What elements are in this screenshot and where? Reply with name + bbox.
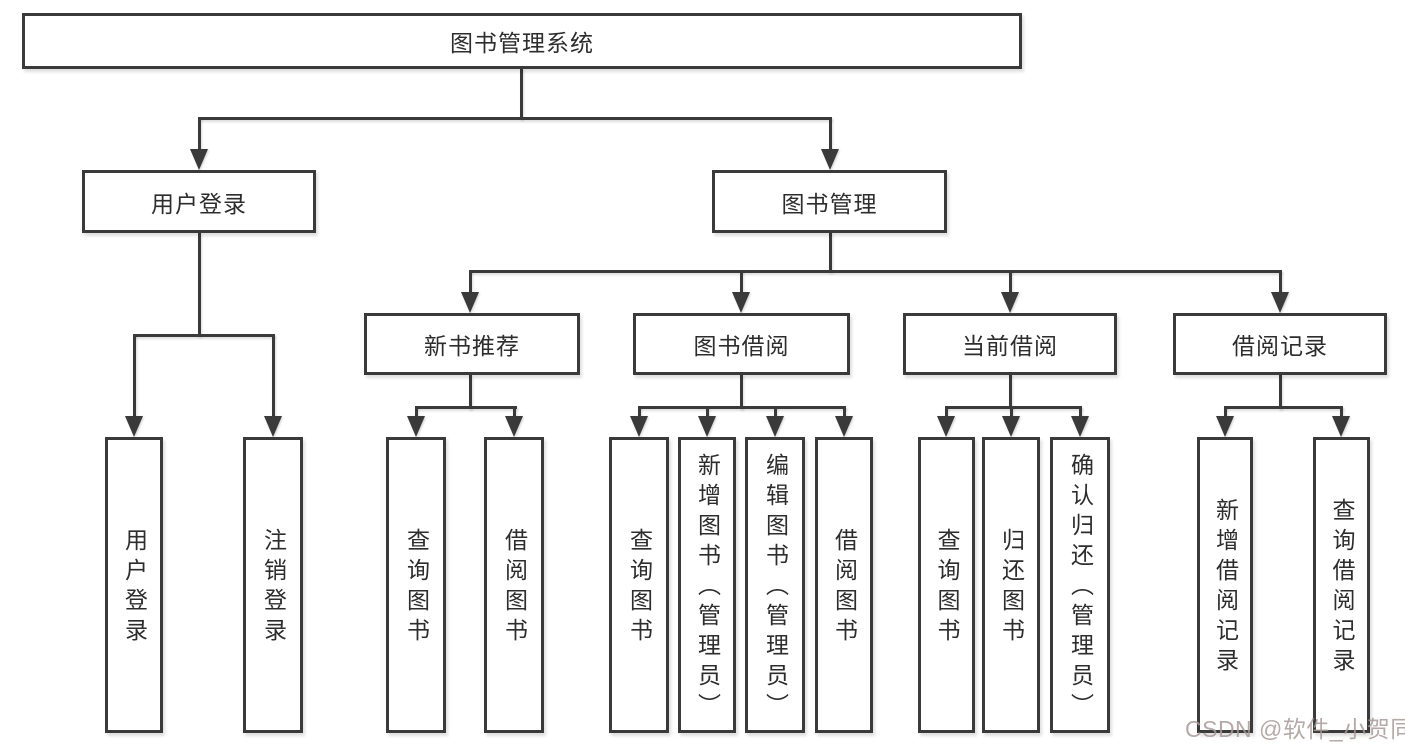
connector-arrow-shaft [1339,406,1343,420]
leaf-add-book-admin: 新增图书（管理员） [678,437,736,733]
node-user-login-label: 用户登录 [151,190,247,217]
connector-book-borrow-stem [739,374,743,409]
arrow-down-icon [264,416,282,437]
leaf-label: 用户登录 [121,528,148,648]
connector-arrow-shaft [637,406,641,420]
connector-arrow-shaft [414,406,418,420]
connector-borrow-record-rail [1223,406,1343,409]
leaf-label: 查询图书 [626,528,653,648]
node-borrow-record: 借阅记录 [1173,313,1387,375]
leaf-borrow-book-recommend: 借阅图书 [484,437,544,733]
leaf-query-book-borrow: 查询图书 [609,437,669,733]
arrow-down-icon [505,416,523,437]
connector-arrow-shaft [1009,406,1013,420]
arrow-down-icon [766,416,784,437]
arrow-down-icon [125,416,143,437]
connector-new-book-rail [414,406,517,409]
connector-user-login-rail [132,334,275,337]
connector-arrow-shaft-book-management [828,117,832,151]
leaf-edit-book-admin: 编辑图书（管理员） [745,437,805,733]
connector-arrow-shaft-current-borrow [1008,270,1012,294]
node-current-borrow-label: 当前借阅 [962,333,1058,359]
arrow-down-icon [937,416,955,437]
leaf-query-book-recommend: 查询图书 [386,437,446,733]
leaf-label: 归还图书 [998,528,1025,648]
connector-arrow-shaft-book-borrow [739,270,743,294]
connector-new-book-stem [468,374,472,409]
connector-book-management-stem [828,232,832,272]
node-new-book-recommend: 新书推荐 [364,313,580,375]
arrow-down-icon [835,416,853,437]
arrow-down-icon [190,149,208,170]
leaf-user-login: 用户登录 [105,437,163,733]
leaf-logout-login: 注销登录 [243,437,303,733]
connector-arrow-shaft-borrow-record [1278,270,1282,294]
connector-arrow-shaft [512,406,516,420]
leaf-label: 新增借阅记录 [1212,498,1239,678]
leaf-return-book: 归还图书 [982,437,1040,733]
connector-current-borrow-rail [944,406,1082,409]
leaf-query-book-current: 查询图书 [918,437,975,733]
leaf-label: 借阅图书 [501,528,528,648]
connector-arrow-shaft [1223,406,1227,420]
leaf-label: 借阅图书 [831,528,858,648]
arrow-down-icon [1271,292,1289,313]
leaf-label: 注销登录 [260,528,287,648]
leaf-confirm-return-admin: 确认归还（管理员） [1050,437,1110,733]
leaf-label: 查询图书 [403,528,430,648]
leaf-label: 查询图书 [934,528,960,648]
leaf-borrow-book: 借阅图书 [815,437,873,733]
node-book-management-label: 图书管理 [781,190,878,217]
arrow-down-icon [698,416,716,437]
connector-book-borrow-rail [637,406,846,409]
node-new-book-recommend-label: 新书推荐 [424,333,520,359]
connector-arrow-shaft-new-book [468,270,472,294]
csdn-watermark: CSDN @软件_小贺同学 [1185,716,1405,742]
arrow-down-icon [630,416,648,437]
arrow-down-icon [1216,416,1234,437]
leaf-label: 确认归还（管理员） [1067,453,1094,723]
leaf-label: 新增图书（管理员） [694,453,721,723]
arrow-down-icon [407,416,425,437]
node-book-borrow-label: 图书借阅 [693,333,790,359]
node-current-borrow: 当前借阅 [903,313,1117,375]
connector-arrow-shaft-leaf-logout [271,334,275,418]
arrow-down-icon [821,149,839,170]
connector-root-stem [519,68,523,119]
connector-arrow-shaft-leaf-login [132,334,136,418]
node-book-borrow: 图书借阅 [633,313,850,375]
connector-arrow-shaft [773,406,777,420]
node-root-library-system: 图书管理系统 [22,13,1022,69]
node-root-label: 图书管理系统 [450,30,594,56]
arrow-down-icon [1001,292,1019,313]
arrow-down-icon [732,292,750,313]
connector-borrow-record-stem [1278,374,1282,409]
leaf-label: 编辑图书（管理员） [762,453,789,723]
connector-arrow-shaft [842,406,846,420]
leaf-label: 查询借阅记录 [1329,498,1355,678]
connector-arrow-shaft [944,406,948,420]
connector-user-login-stem [197,232,201,336]
arrow-down-icon [1002,416,1020,437]
node-book-management: 图书管理 [712,170,947,233]
arrow-down-icon [461,292,479,313]
arrow-down-icon [1071,416,1089,437]
arrow-down-icon [1332,416,1350,437]
leaf-query-borrow-record: 查询借阅记录 [1313,437,1370,733]
connector-level2-rail [468,270,1282,273]
connector-arrow-shaft [1078,406,1082,420]
node-user-login: 用户登录 [82,170,316,233]
connector-current-borrow-stem [1008,374,1012,409]
leaf-add-borrow-record: 新增借阅记录 [1197,437,1253,733]
connector-arrow-shaft-user-login [197,117,201,151]
connector-level1-rail [197,117,832,120]
connector-arrow-shaft [705,406,709,420]
node-borrow-record-label: 借阅记录 [1232,333,1328,359]
